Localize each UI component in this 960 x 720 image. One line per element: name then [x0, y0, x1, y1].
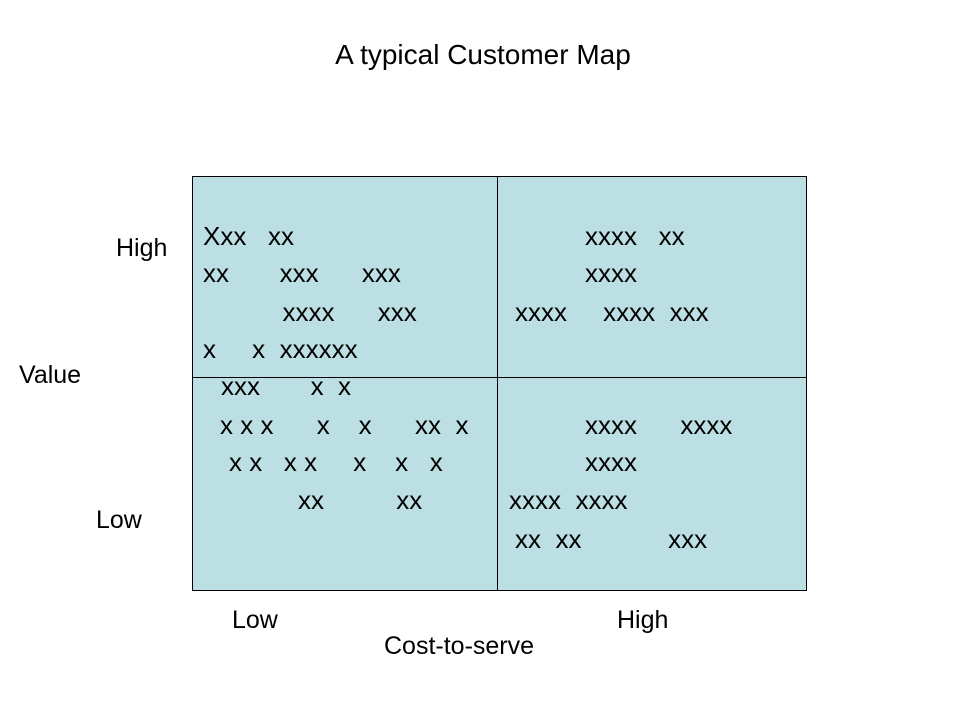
customer-marks-row: x x xxxxxx: [203, 334, 358, 364]
quadrant-low-value-low-cost: [193, 378, 498, 590]
customer-marks-row: Xxx xx: [203, 221, 295, 251]
customer-marks-row: xxxx xxxx xxx: [515, 297, 709, 327]
diagram-title: A typical Customer Map: [335, 39, 631, 70]
x-axis-high-label: High: [617, 606, 669, 634]
customer-marks-row: xx xxx xxx: [203, 258, 401, 288]
customer-marks-row: xxxx xxxx: [585, 410, 733, 440]
x-axis-low-label: Low: [232, 606, 278, 634]
customer-marks-row: xx xx xxx: [515, 524, 708, 554]
customer-marks-row: xxxx xxxx: [509, 485, 628, 515]
customer-marks-row: xx xx: [298, 485, 423, 515]
customer-marks-row: x x x x x x x: [229, 447, 443, 477]
x-axis-label: Cost-to-serve: [384, 632, 535, 660]
y-axis-high-label: High: [116, 234, 168, 262]
quadrant-low-value-high-cost: [498, 378, 806, 590]
customer-marks-row: xxxx: [585, 447, 637, 477]
y-axis-label: Value: [19, 361, 82, 389]
quadrant-high-value-low-cost: [193, 177, 498, 378]
customer-marks-row: xxx x x: [221, 371, 352, 401]
quadrant-high-value-high-cost: [498, 177, 806, 378]
customer-marks-row: xxxx: [585, 258, 637, 288]
customer-map-matrix: [192, 176, 807, 591]
customer-marks-row: xxxx xxx: [203, 297, 417, 327]
y-axis-low-label: Low: [96, 506, 142, 534]
customer-marks-row: x x x x x xx x: [220, 410, 469, 440]
customer-marks-row: xxxx xx: [585, 221, 685, 251]
